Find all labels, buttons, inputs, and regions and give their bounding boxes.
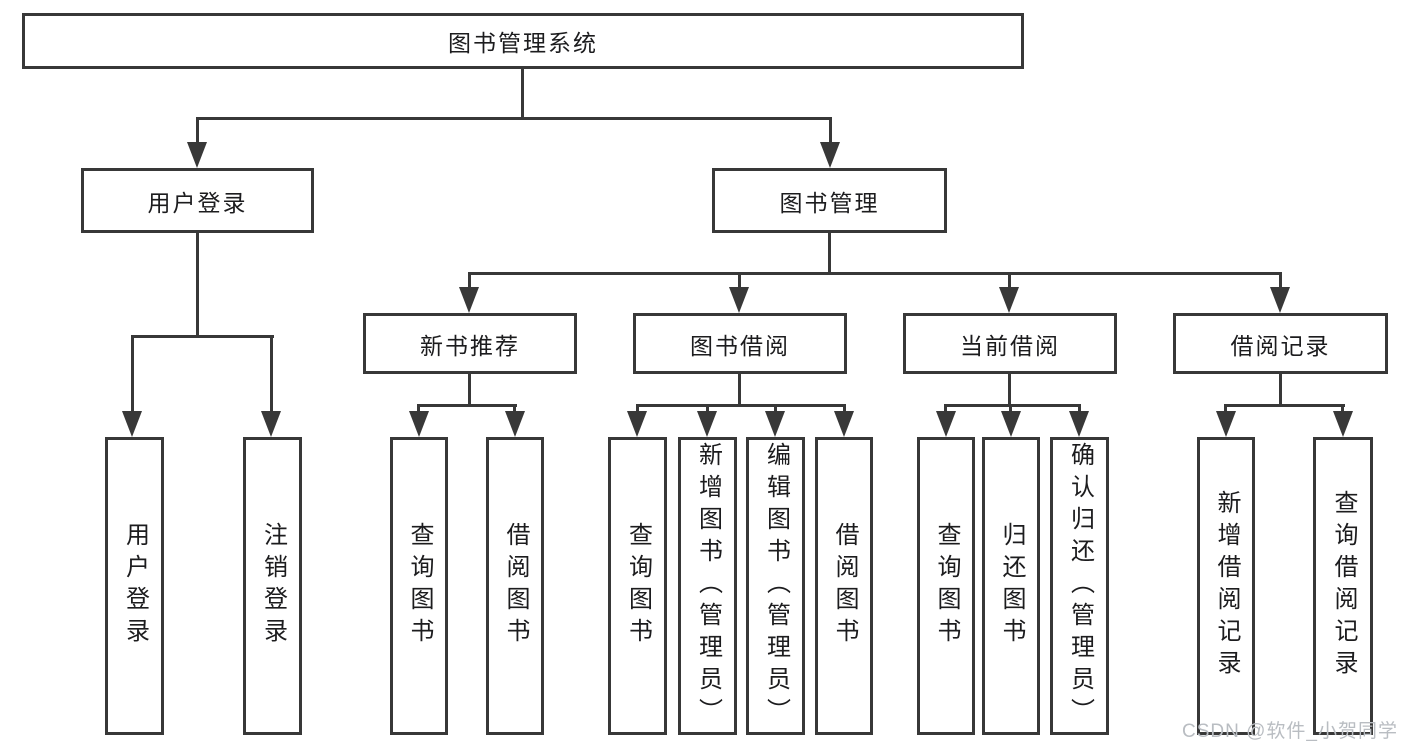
connector-arrowhead [459, 287, 479, 313]
leaf-label: 归还图书 [998, 522, 1025, 650]
leaf-label: 编辑图书（管理员） [762, 442, 790, 730]
connector-g0-stem [468, 374, 471, 407]
connector-g1-stem [738, 374, 741, 407]
connector-user-stem [196, 231, 199, 338]
connector-g3-drop1 [1224, 404, 1227, 414]
node-current-borrowing: 当前借阅 [903, 313, 1117, 374]
connector-g1-drop1 [636, 404, 639, 414]
connector-arrowhead [505, 411, 525, 437]
node-book-management-branch-label: 图书管理 [779, 189, 880, 216]
connector-drop-group-current [1008, 272, 1011, 290]
node-borrowing-records-label: 借阅记录 [1230, 332, 1331, 359]
connector-arrowhead [187, 142, 207, 168]
connector-g1-drop3 [774, 404, 777, 414]
leaf-query-books-borrowing: 查询图书 [608, 437, 667, 735]
node-borrowing-records: 借阅记录 [1173, 313, 1388, 374]
connector-g2-drop3 [1078, 404, 1081, 414]
leaf-return-books: 归还图书 [982, 437, 1040, 735]
node-root-system-label: 图书管理系统 [448, 30, 598, 56]
connector-arrowhead [1333, 411, 1353, 437]
connector-g3-split [1224, 404, 1345, 407]
leaf-label: 查询图书 [406, 522, 433, 650]
connector-g2-stem [1008, 374, 1011, 407]
connector-drop-leaf-login [131, 335, 134, 413]
leaf-label: 确认归还（管理员） [1066, 442, 1094, 730]
node-book-borrowing: 图书借阅 [633, 313, 847, 374]
connector-g0-drop2 [513, 404, 516, 414]
connector-arrowhead [122, 411, 142, 437]
connector-level2-split [196, 117, 832, 120]
connector-user-split [131, 335, 274, 338]
leaf-confirm-return-admin: 确认归还（管理员） [1050, 437, 1109, 735]
leaf-add-books-admin: 新增图书（管理员） [678, 437, 737, 735]
connector-arrowhead [627, 411, 647, 437]
connector-drop-book-mgmt [829, 117, 832, 147]
connector-g1-split [636, 404, 846, 407]
leaf-borrow-books: 借阅图书 [815, 437, 873, 735]
connector-drop-user-login [196, 117, 199, 147]
connector-g3-drop2 [1341, 404, 1344, 414]
leaf-user-login-label: 用户登录 [121, 522, 149, 650]
connector-arrowhead [1216, 411, 1236, 437]
connector-mgmt-stem [828, 233, 831, 275]
connector-g2-drop1 [944, 404, 947, 414]
connector-g0-drop1 [417, 404, 420, 414]
connector-drop-group-borrow [738, 272, 741, 290]
connector-arrowhead [697, 411, 717, 437]
connector-drop-group-records [1279, 272, 1282, 290]
leaf-edit-books-admin: 编辑图书（管理员） [746, 437, 805, 735]
node-book-borrowing-label: 图书借阅 [690, 332, 790, 359]
connector-g0-split [417, 404, 517, 407]
leaf-label: 新增借阅记录 [1213, 490, 1240, 682]
leaf-borrow-books-recommend: 借阅图书 [486, 437, 544, 735]
node-current-borrowing-label: 当前借阅 [960, 332, 1060, 359]
connector-drop-leaf-logout [270, 335, 273, 413]
connector-arrowhead [1270, 287, 1290, 313]
connector-level3-split [468, 272, 1282, 275]
connector-arrowhead [936, 411, 956, 437]
leaf-query-books-recommend: 查询图书 [390, 437, 448, 735]
leaf-query-borrow-record: 查询借阅记录 [1313, 437, 1373, 735]
connector-arrowhead [1069, 411, 1089, 437]
connector-arrowhead [261, 411, 281, 437]
leaf-logout: 注销登录 [243, 437, 302, 735]
leaf-label: 查询图书 [624, 522, 652, 650]
connector-g1-drop4 [843, 404, 846, 414]
connector-root-stem [521, 67, 524, 120]
connector-arrowhead [729, 287, 749, 313]
connector-g2-drop2 [1009, 404, 1012, 414]
node-user-login-branch: 用户登录 [81, 168, 314, 233]
node-user-login-branch-label: 用户登录 [147, 189, 248, 216]
leaf-label: 借阅图书 [831, 522, 858, 650]
connector-arrowhead [999, 287, 1019, 313]
node-new-book-recommend: 新书推荐 [363, 313, 577, 374]
leaf-add-borrow-record: 新增借阅记录 [1197, 437, 1255, 735]
connector-arrowhead [1001, 411, 1021, 437]
node-new-book-recommend-label: 新书推荐 [420, 332, 520, 359]
connector-g2-split [944, 404, 1081, 407]
leaf-label: 借阅图书 [502, 522, 529, 650]
leaf-user-login: 用户登录 [105, 437, 164, 735]
leaf-label: 查询图书 [933, 522, 960, 650]
connector-arrowhead [409, 411, 429, 437]
csdn-watermark: CSDN @软件_小贺同学 [1182, 721, 1398, 742]
node-root-system: 图书管理系统 [22, 13, 1024, 69]
connector-drop-group-recommend [468, 272, 471, 290]
connector-arrowhead [765, 411, 785, 437]
connector-arrowhead [834, 411, 854, 437]
connector-g1-drop2 [706, 404, 709, 414]
leaf-label: 新增图书（管理员） [694, 442, 722, 730]
leaf-logout-label: 注销登录 [259, 522, 287, 650]
connector-g3-stem [1279, 374, 1282, 407]
leaf-query-books-current: 查询图书 [917, 437, 975, 735]
node-book-management-branch: 图书管理 [712, 168, 947, 233]
leaf-label: 查询借阅记录 [1330, 490, 1357, 682]
connector-arrowhead [820, 142, 840, 168]
